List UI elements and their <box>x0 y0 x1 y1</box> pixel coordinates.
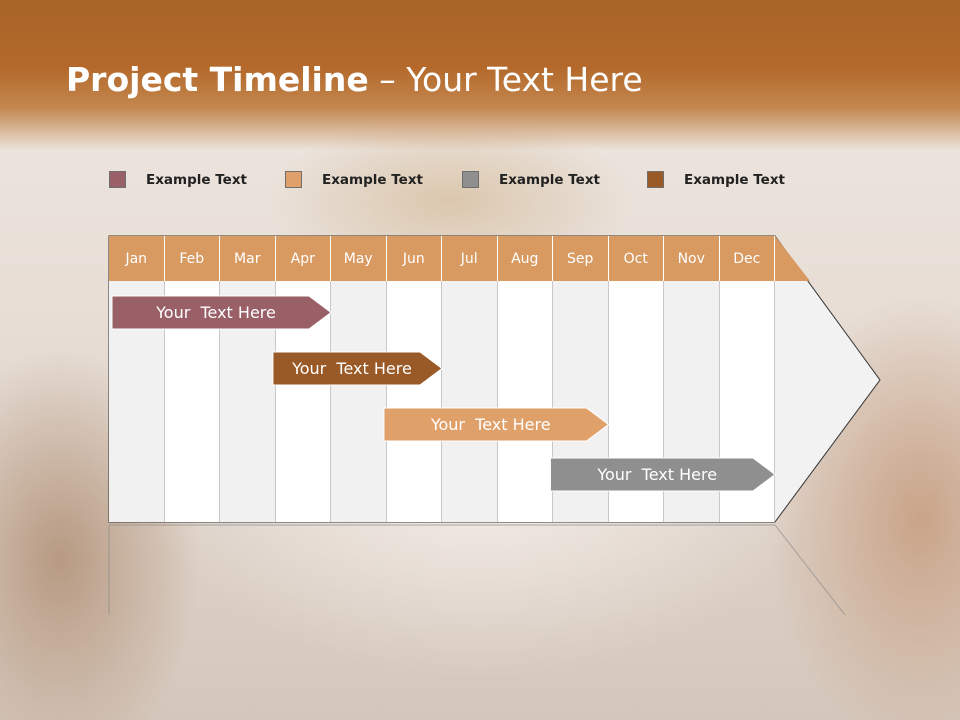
task-bar-label: Your Text Here <box>430 415 551 434</box>
legend-label: Example Text <box>499 172 600 188</box>
legend-swatch <box>647 171 664 188</box>
legend-swatch <box>462 171 479 188</box>
month-column <box>497 281 553 522</box>
task-bar <box>272 351 443 386</box>
month-label: Dec <box>719 236 775 281</box>
month-label: Jul <box>442 236 498 281</box>
title-rest: – Your Text Here <box>368 60 643 99</box>
task-bar-label: Your Text Here <box>597 465 718 484</box>
month-column <box>331 281 387 522</box>
month-label: Aug <box>497 236 553 281</box>
month-column <box>386 281 442 522</box>
task-bar-label: Your Text Here <box>292 359 412 378</box>
month-label: Nov <box>664 236 720 281</box>
month-label: Apr <box>275 236 331 281</box>
legend-label: Example Text <box>322 172 423 188</box>
title-banner <box>0 0 960 150</box>
task-bar <box>111 295 332 330</box>
month-label: Feb <box>164 236 220 281</box>
arrow-reflection <box>108 524 846 616</box>
task-bar-label: Your Text Here <box>156 303 276 322</box>
month-label: Jun <box>386 236 442 281</box>
month-label: Sep <box>553 236 609 281</box>
legend-swatch <box>285 171 302 188</box>
legend-label: Example Text <box>684 172 785 188</box>
task-bar <box>383 407 610 442</box>
arrow-header-tip <box>775 236 810 281</box>
month-label: Jan <box>109 236 165 281</box>
month-label: May <box>331 236 387 281</box>
task-bar <box>549 457 776 492</box>
title-bold: Project Timeline <box>66 60 369 99</box>
legend-swatch <box>109 171 126 188</box>
month-label: Mar <box>220 236 276 281</box>
page-title: Project Timeline – Your Text Here <box>66 60 643 99</box>
month-label: Oct <box>608 236 664 281</box>
month-column <box>442 281 498 522</box>
legend-label: Example Text <box>146 172 247 188</box>
